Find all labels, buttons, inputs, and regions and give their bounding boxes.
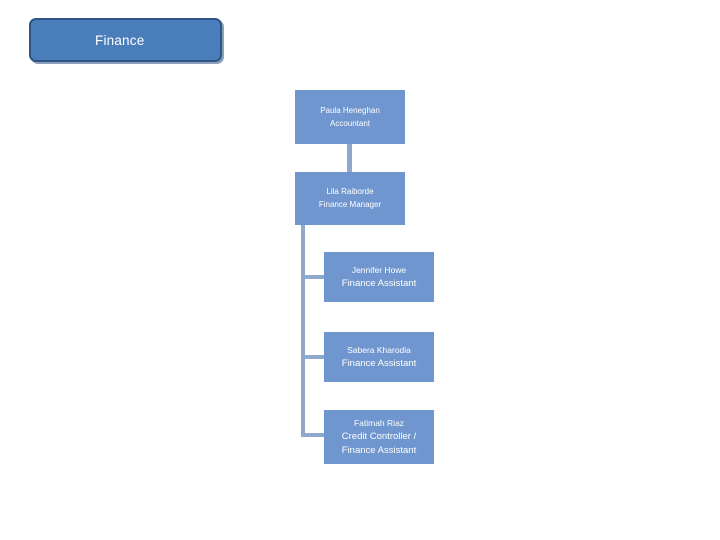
department-title-box: Finance [29, 18, 222, 62]
org-node-role-line-2: Finance Assistant [341, 444, 417, 456]
org-node-assistant-2[interactable]: Sabera Kharodia Finance Assistant [324, 332, 434, 382]
connector-elbow-assistant-1 [301, 275, 325, 279]
org-node-name: Fatimah Riaz [353, 417, 405, 428]
page-title: Finance [95, 32, 145, 48]
org-node-assistant-3[interactable]: Fatimah Riaz Credit Controller / Finance… [324, 410, 434, 464]
org-node-accountant[interactable]: Paula Heneghan Accountant [295, 90, 405, 144]
connector-manager-trunk [301, 225, 305, 437]
connector-elbow-assistant-2 [301, 355, 325, 359]
org-node-role: Finance Assistant [341, 357, 417, 369]
connector-elbow-assistant-3 [301, 433, 325, 437]
org-node-assistant-1[interactable]: Jennifer Howe Finance Assistant [324, 252, 434, 302]
org-node-role: Finance Assistant [341, 277, 417, 289]
org-node-name: Lila Raiborde [326, 187, 374, 196]
connector-accountant-to-manager [347, 144, 352, 172]
org-node-name: Sabera Kharodia [347, 344, 411, 355]
org-node-name: Paula Heneghan [320, 105, 380, 115]
org-node-role: Accountant [329, 118, 371, 128]
org-node-role-line-1: Credit Controller / [341, 430, 417, 442]
org-node-finance-manager[interactable]: Lila Raiborde Finance Manager [295, 172, 405, 225]
org-node-name: Jennifer Howe [351, 264, 407, 275]
org-node-role: Finance Manager [318, 200, 382, 209]
